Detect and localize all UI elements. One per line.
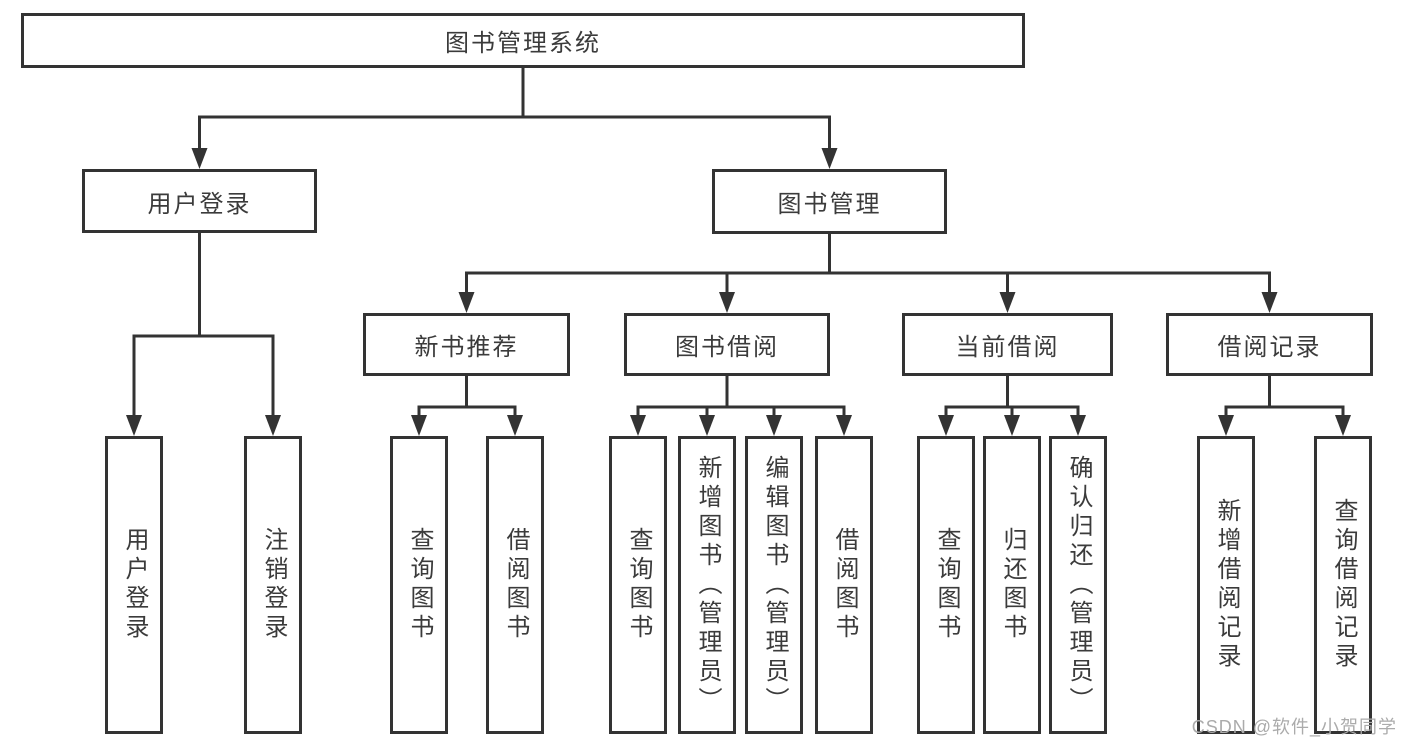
leaf-query-books-recommend-label: 查询图书 xyxy=(406,527,433,643)
leaf-logout-label: 注销登录 xyxy=(260,527,287,643)
leaf-borrow-books-recommend: 借阅图书 xyxy=(486,436,544,734)
leaf-query-borrow-record-label: 查询借阅记录 xyxy=(1330,498,1357,672)
node-user-login: 用户登录 xyxy=(82,169,317,233)
leaf-add-borrow-record-label: 新增借阅记录 xyxy=(1213,498,1240,672)
leaf-confirm-return-admin-label: 确认归还（管理员） xyxy=(1065,454,1092,716)
leaf-query-books-recommend: 查询图书 xyxy=(390,436,448,734)
node-new-book-recommendation: 新书推荐 xyxy=(363,313,570,376)
node-book-management: 图书管理 xyxy=(712,169,947,234)
leaf-logout: 注销登录 xyxy=(244,436,302,734)
leaf-borrow-books-recommend-label: 借阅图书 xyxy=(502,527,529,643)
leaf-add-books-admin: 新增图书（管理员） xyxy=(678,436,736,734)
leaf-query-books-current: 查询图书 xyxy=(917,436,975,734)
leaf-borrow-books-label: 借阅图书 xyxy=(831,527,858,643)
watermark: CSDN @软件_小贺同学 xyxy=(1191,717,1397,737)
leaf-query-books-borrow-label: 查询图书 xyxy=(625,527,652,643)
leaf-borrow-books: 借阅图书 xyxy=(815,436,873,734)
leaf-query-books-current-label: 查询图书 xyxy=(933,527,960,643)
leaf-query-books-borrow: 查询图书 xyxy=(609,436,667,734)
leaf-return-books-label: 归还图书 xyxy=(999,527,1026,643)
leaf-edit-books-admin-label: 编辑图书（管理员） xyxy=(761,454,788,716)
leaf-confirm-return-admin: 确认归还（管理员） xyxy=(1049,436,1107,734)
leaf-query-borrow-record: 查询借阅记录 xyxy=(1314,436,1372,734)
leaf-user-login-label: 用户登录 xyxy=(121,527,148,643)
node-book-borrowing: 图书借阅 xyxy=(624,313,830,376)
leaf-add-books-admin-label: 新增图书（管理员） xyxy=(694,454,721,716)
leaf-user-login: 用户登录 xyxy=(105,436,163,734)
leaf-return-books: 归还图书 xyxy=(983,436,1041,734)
node-library-management-system: 图书管理系统 xyxy=(21,13,1025,68)
node-current-borrowing: 当前借阅 xyxy=(902,313,1113,376)
node-borrowing-records: 借阅记录 xyxy=(1166,313,1373,376)
leaf-add-borrow-record: 新增借阅记录 xyxy=(1197,436,1255,734)
leaf-edit-books-admin: 编辑图书（管理员） xyxy=(745,436,803,734)
